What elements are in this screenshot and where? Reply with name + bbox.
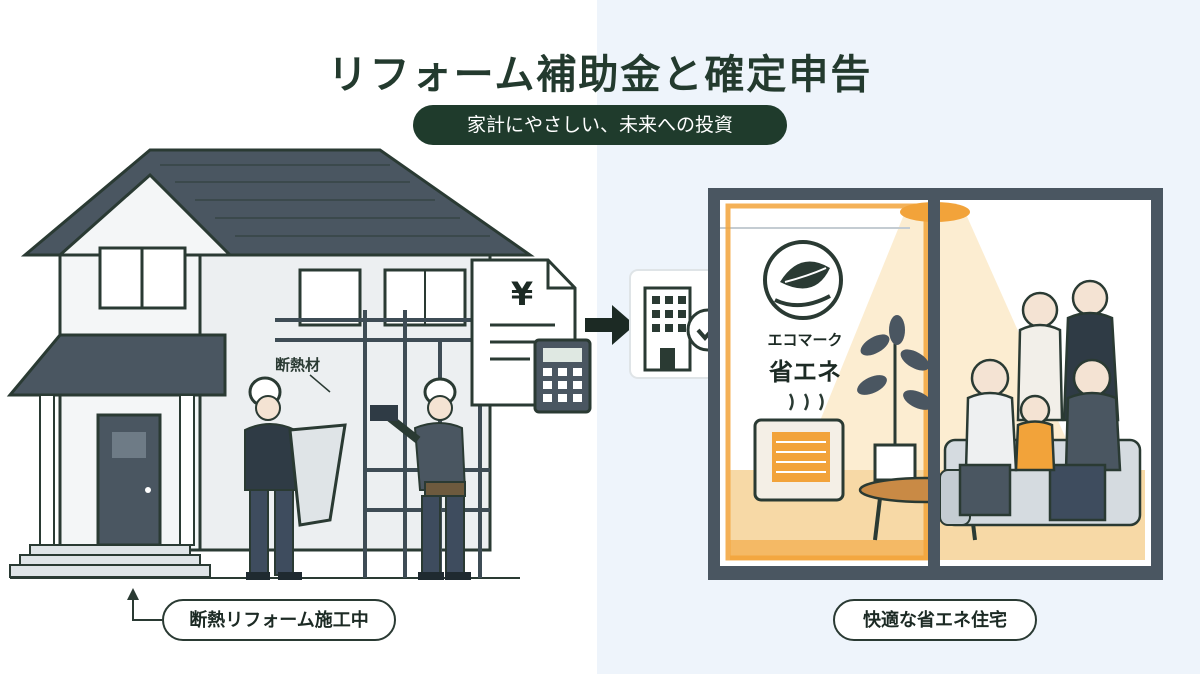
- arrow-right-icon: [585, 305, 635, 345]
- insulation-tag: 断熱材: [275, 356, 320, 374]
- calculator-icon: [533, 338, 592, 414]
- heater-icon: [753, 393, 845, 502]
- worker-carrying-panel: [244, 376, 347, 580]
- window-scene: エコマーク 省エネ: [708, 188, 1163, 580]
- house-plant: [857, 315, 933, 482]
- pointer-arrow-icon: [127, 588, 162, 621]
- family-group: [958, 279, 1122, 522]
- worker-drilling: [370, 377, 471, 580]
- page-title: リフォーム補助金と確定申告: [327, 52, 873, 98]
- caption-energy-efficient-home: 快適な省エネ住宅: [833, 599, 1037, 641]
- energy-saving-label: 省エネ: [768, 358, 841, 386]
- eco-mark-label: エコマーク: [767, 331, 842, 349]
- front-door: [96, 413, 162, 547]
- caption-insulation-renovation: 断熱リフォーム施工中: [162, 599, 396, 641]
- leaf-eco-icon: [763, 240, 843, 320]
- yen-symbol: ¥: [511, 275, 533, 313]
- porch-roof: [6, 333, 227, 397]
- page-subtitle: 家計にやさしい、未来への投資: [413, 105, 787, 145]
